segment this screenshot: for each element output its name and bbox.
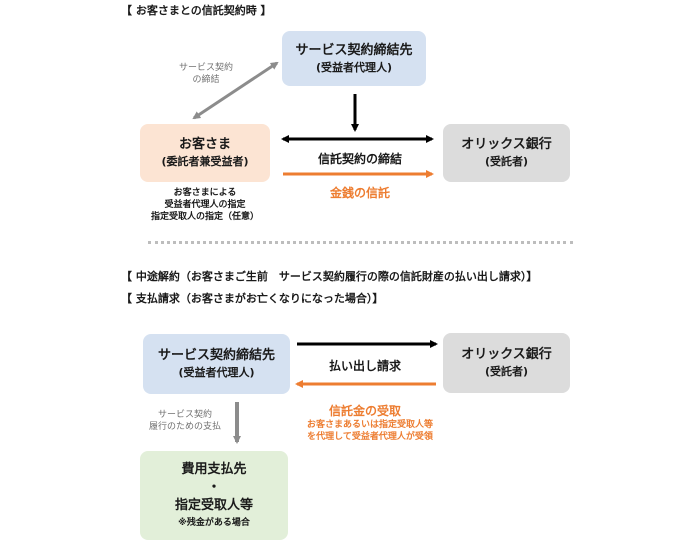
service-contract-arrow [192, 61, 279, 120]
orix-bank-sub: (受託者) [484, 155, 529, 168]
payee-note: ※残金がある場合 [178, 517, 250, 528]
customer-box: お客さま (委託者兼受益者) [140, 124, 270, 182]
service-provider-sub: (受益者代理人) [315, 60, 393, 74]
trust-contract-label: 信託契約の締結 [317, 152, 402, 166]
payout-label: 払い出し請求 [328, 359, 401, 373]
receive-note-line2: を代理して受益者代理人が受領 [307, 432, 433, 442]
customer-note: お客さまによる 受益者代理人の指定 指定受取人の指定（任意） [130, 187, 280, 223]
receive-note: お客さまあるいは指定受取人等 を代理して受益者代理人が受領 [295, 419, 445, 443]
section1-header: 【 お客さまとの信託契約時 】 [121, 4, 272, 17]
customer-note-line1: お客さまによる [173, 188, 237, 198]
service-provider-box: サービス契約締結先 (受益者代理人) [282, 31, 426, 86]
payee-dot: ・ [207, 479, 221, 495]
customer-sub: (委託者兼受益者) [161, 155, 249, 168]
service-exec-label: サービス契約 履行のための支払 [145, 409, 225, 433]
service-provider-title: サービス契約締結先 [295, 42, 413, 58]
service-exec-label-line2: 履行のための支払 [148, 422, 221, 432]
service-provider-sub-2: (受益者代理人) [178, 366, 255, 379]
section2-header-cancel: 【 中途解約（お客さまご生前 サービス契約履行の際の信託財産の払い出し請求）】 [121, 270, 538, 283]
orix-bank-sub-2: (受託者) [484, 365, 529, 378]
service-exec-label-line1: サービス契約 [157, 410, 212, 420]
payee-box: 費用支払先 ・ 指定受取人等 ※残金がある場合 [140, 451, 288, 540]
service-provider-box-2: サービス契約締結先 (受益者代理人) [143, 334, 290, 394]
section2-header-claim: 【 支払請求（お客さまがお亡くなりになった場合）】 [121, 292, 384, 305]
customer-note-line2: 受益者代理人の指定 [164, 200, 246, 210]
service-provider-title-2: サービス契約締結先 [157, 348, 275, 363]
payee-title: 費用支払先 [181, 461, 247, 477]
orix-bank-box-2: オリックス銀行 (受託者) [443, 333, 570, 393]
section-divider [148, 241, 573, 244]
money-trust-label: 金銭の信託 [329, 186, 390, 200]
orix-bank-title-2: オリックス銀行 [461, 347, 552, 362]
customer-note-line3: 指定受取人の指定（任意） [150, 212, 259, 222]
orix-bank-title: オリックス銀行 [461, 137, 552, 152]
receive-label: 信託金の受取 [328, 404, 401, 418]
orix-bank-box: オリックス銀行 (受託者) [443, 124, 570, 182]
customer-title: お客さま [178, 137, 231, 152]
payee-title2: 指定受取人等 [174, 497, 253, 513]
receive-note-line1: お客さまあるいは指定受取人等 [306, 420, 433, 430]
